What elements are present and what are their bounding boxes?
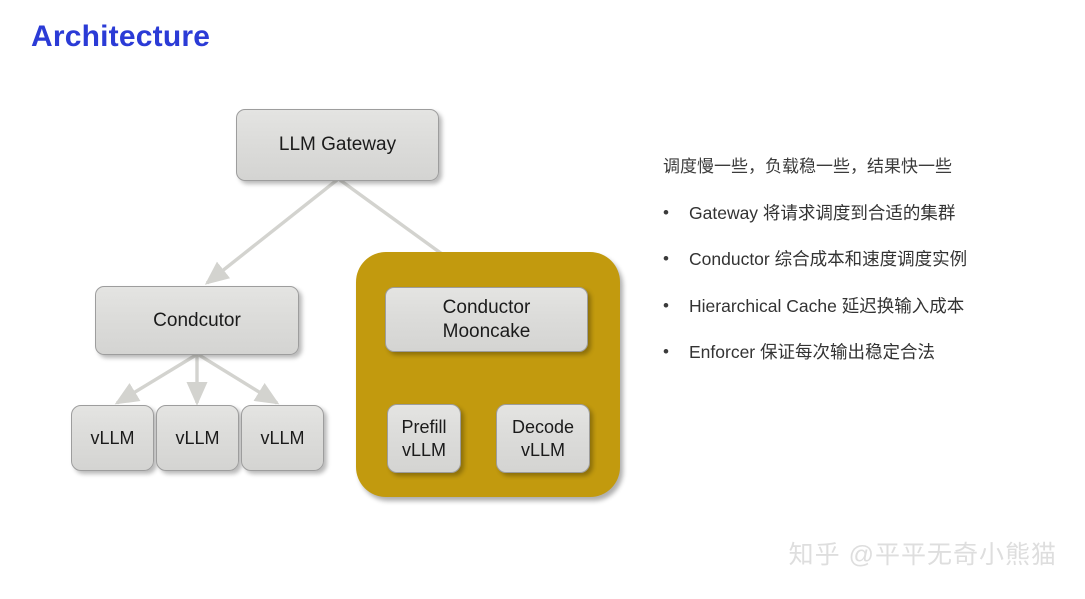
page-title: Architecture — [31, 20, 211, 53]
architecture-diagram: LLM Gateway Condcutor Conductor Mooncake… — [71, 109, 620, 497]
node-vllm-1[interactable]: vLLM — [71, 405, 154, 471]
bullet-marker-icon: • — [663, 295, 669, 315]
list-item: • Conductor 综合成本和速度调度实例 — [663, 247, 1063, 272]
watermark: 知乎 @平平无奇小熊猫 — [788, 541, 1057, 569]
bullet-text-3: Hierarchical Cache 延迟换输入成本 — [689, 295, 965, 316]
node-vllm-3[interactable]: vLLM — [241, 405, 324, 471]
node-conductor-mooncake[interactable]: Conductor Mooncake — [385, 287, 588, 352]
bullet-marker-icon: • — [663, 342, 669, 362]
list-item: • Gateway 将请求调度到合适的集群 — [663, 201, 1063, 226]
node-prefill-vllm-label-line1: Prefill — [401, 417, 447, 437]
node-llm-gateway[interactable]: LLM Gateway — [236, 109, 439, 181]
node-vllm-2[interactable]: vLLM — [156, 405, 239, 471]
node-vllm-2-label: vLLM — [175, 427, 220, 448]
bullet-text-2: Conductor 综合成本和速度调度实例 — [689, 249, 968, 270]
bullet-text-1: Gateway 将请求调度到合适的集群 — [689, 202, 956, 223]
node-decode-vllm-label-line2: vLLM — [520, 439, 565, 460]
node-decode-vllm[interactable]: Decode vLLM — [496, 404, 590, 473]
bullet-text-4: Enforcer 保证每次输出稳定合法 — [689, 342, 935, 363]
bullet-marker-icon: • — [663, 202, 669, 222]
node-conductor-mooncake-label-line2: Mooncake — [442, 320, 531, 342]
list-item: • Enforcer 保证每次输出稳定合法 — [663, 340, 1063, 365]
node-condcutor-label: Condcutor — [153, 309, 241, 331]
node-decode-vllm-label-line1: Decode — [511, 417, 575, 437]
node-conductor-mooncake-label-line1: Conductor — [442, 296, 531, 318]
node-prefill-vllm[interactable]: Prefill vLLM — [387, 404, 461, 473]
node-prefill-vllm-label-line2: vLLM — [401, 439, 446, 460]
node-condcutor[interactable]: Condcutor — [95, 286, 299, 355]
notes-column: 调度慢一些，负载稳一些，结果快一些 • Gateway 将请求调度到合适的集群 … — [663, 155, 1063, 365]
node-llm-gateway-label: LLM Gateway — [278, 134, 397, 156]
node-vllm-1-label: vLLM — [90, 427, 135, 448]
bullet-marker-icon: • — [663, 249, 669, 269]
lead-text: 调度慢一些，负载稳一些，结果快一些 — [663, 157, 952, 176]
list-item: • Hierarchical Cache 延迟换输入成本 — [663, 294, 1063, 319]
node-vllm-3-label: vLLM — [260, 427, 305, 448]
